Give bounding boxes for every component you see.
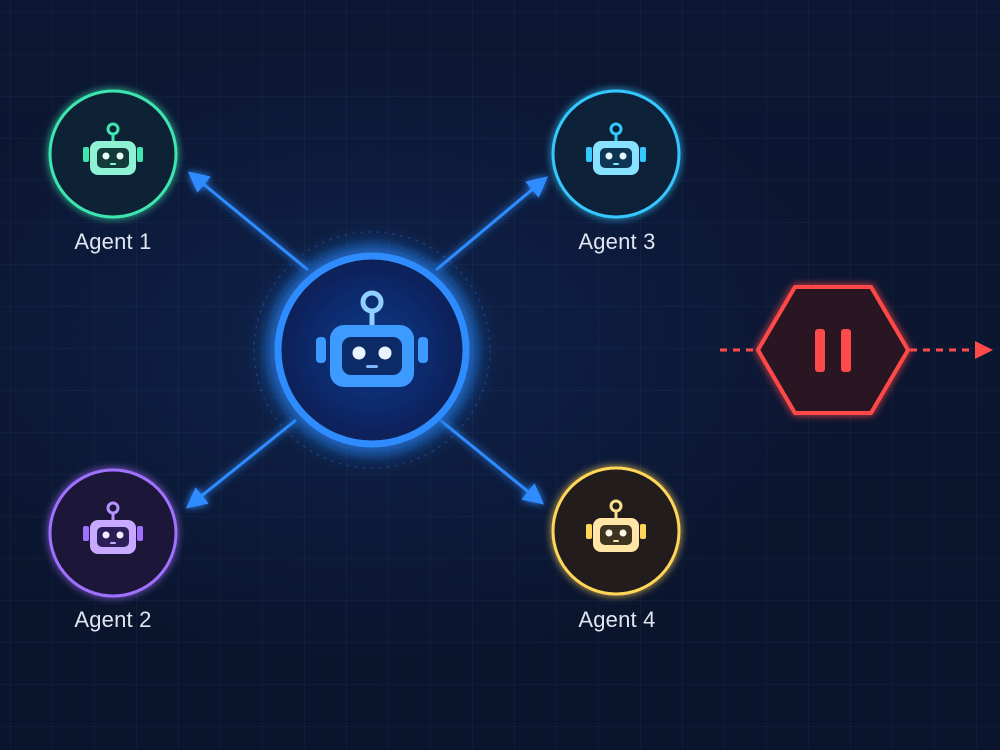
robot-icon (316, 290, 428, 387)
robot-icon (586, 499, 646, 552)
agent-node-1[interactable] (48, 89, 178, 219)
agent-node-2[interactable] (48, 468, 178, 598)
agent-label-2: Agent 2 (74, 607, 152, 632)
connector-agent-4 (439, 418, 545, 505)
robot-icon (83, 122, 143, 175)
agent-label-1: Agent 1 (74, 229, 152, 254)
agent-label-3: Agent 3 (578, 229, 656, 254)
agent-label-4: Agent 4 (578, 607, 656, 632)
pause-icon (815, 329, 851, 372)
robot-icon (586, 122, 646, 175)
robot-icon (83, 501, 143, 554)
connector-agent-1 (187, 171, 309, 272)
connector-agent-3 (435, 176, 549, 272)
agent-node-4[interactable] (551, 466, 681, 596)
agent-node-3[interactable] (551, 89, 681, 219)
stop-node[interactable] (756, 285, 910, 415)
connector-agent-2 (185, 418, 297, 509)
hub-node (274, 252, 470, 448)
